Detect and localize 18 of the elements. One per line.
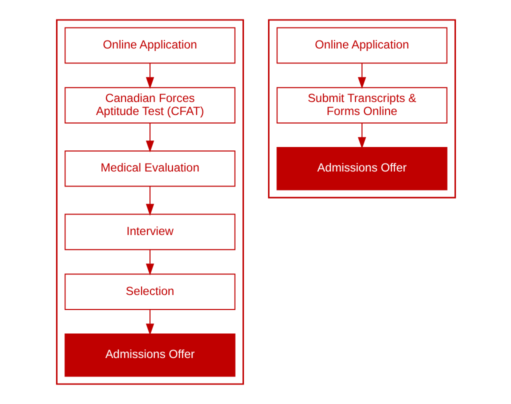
arrow — [145, 186, 154, 216]
arrow — [357, 62, 366, 89]
node-box: Interview — [64, 214, 235, 250]
node-box: Selection — [64, 274, 235, 310]
arrow — [145, 122, 154, 152]
node-box: Admissions Offer — [64, 334, 235, 377]
cluster — [268, 19, 456, 198]
arrow — [357, 122, 366, 149]
arrow — [145, 62, 154, 89]
arrow — [145, 309, 154, 336]
node-box: Submit Transcripts & Forms Online — [276, 87, 447, 124]
cluster — [56, 19, 244, 385]
node-box: Online Application — [276, 27, 447, 64]
node-box: Canadian Forces Aptitude Test (CFAT) — [64, 87, 235, 124]
node-box: Medical Evaluation — [64, 150, 235, 187]
node-box: Online Application — [64, 27, 235, 64]
node-box: Admissions Offer — [276, 147, 447, 190]
arrow — [145, 249, 154, 276]
